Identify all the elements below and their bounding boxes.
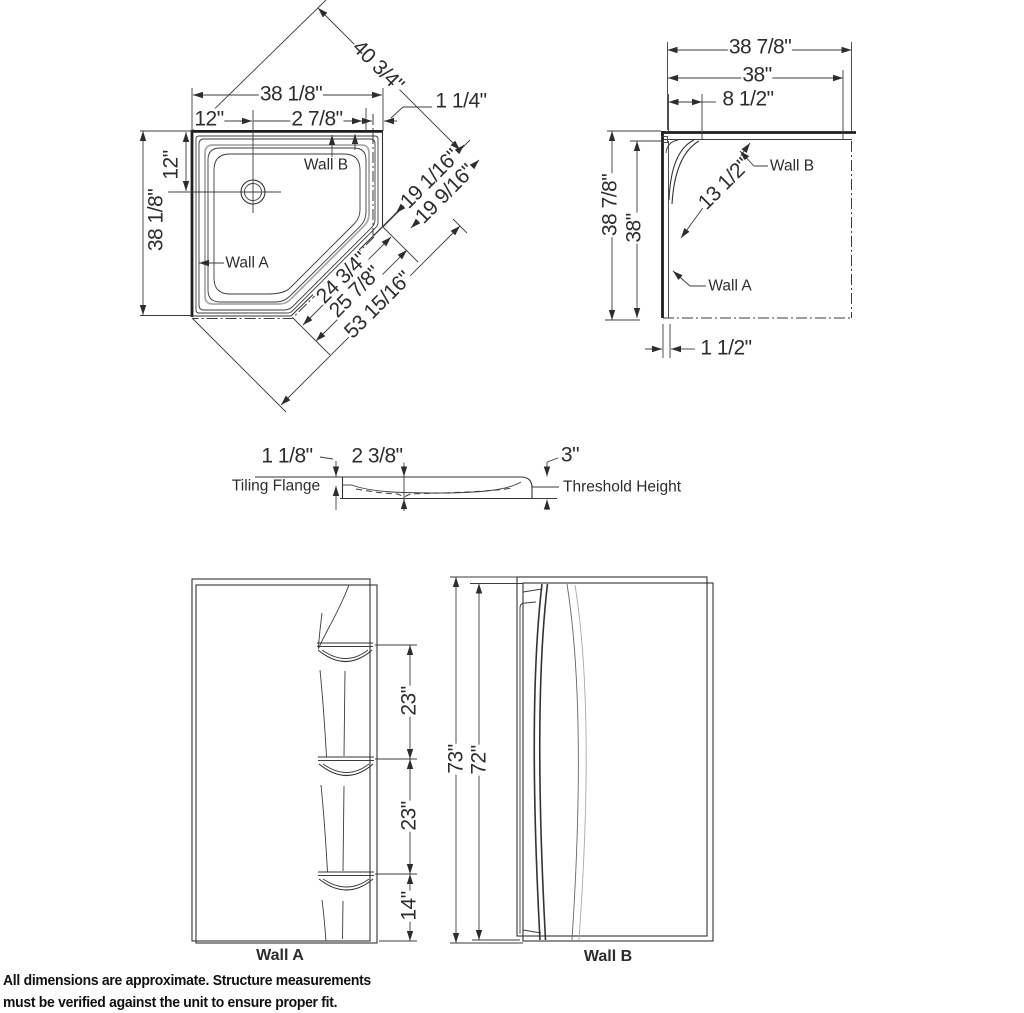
- label-elevation-wall-b: Wall B: [583, 948, 633, 965]
- footer-note: All dimensions are approximate. Structur…: [3, 970, 371, 1013]
- dim-corner-side-outer: 38 7/8": [598, 172, 622, 238]
- dim-corner-top-outer: 38 7/8": [727, 35, 793, 59]
- dim-shelf-bottom: 14": [397, 890, 421, 922]
- label-plan-wall-b: Wall B: [302, 156, 350, 174]
- dim-plan-drain-y: 12": [159, 149, 183, 181]
- wall-a-elevation: [191, 578, 417, 944]
- dim-wall-height-inner: 72": [467, 744, 491, 776]
- dim-plan-top-width: 38 1/8": [258, 82, 324, 106]
- footer-note-line2: must be verified against the unit to ens…: [3, 994, 338, 1011]
- wall-b-elevation: [450, 576, 714, 944]
- dim-shelf-mid: 23": [397, 800, 421, 832]
- label-corner-wall-b: Wall B: [768, 157, 816, 175]
- dim-section-flange: 1 1/8": [260, 444, 314, 468]
- dim-plan-rim-width: 2 7/8": [290, 107, 344, 131]
- dim-plan-corner-gap: 1 1/4": [434, 89, 488, 113]
- dim-section-threshold: 3": [559, 443, 581, 467]
- threshold-section: [255, 456, 559, 511]
- dim-corner-side-inner: 38": [622, 212, 646, 244]
- label-elevation-wall-a: Wall A: [256, 947, 304, 964]
- dim-corner-seat-offset: 8 1/2": [721, 87, 775, 111]
- dim-wall-height-outer: 73": [444, 743, 468, 775]
- label-corner-wall-a: Wall A: [707, 277, 753, 295]
- dim-corner-wall-thickness: 1 1/2": [699, 336, 753, 360]
- dim-section-depth: 2 3/8": [350, 444, 404, 468]
- dim-shelf-top: 23": [397, 685, 421, 717]
- dim-plan-drain-x: 12": [193, 107, 225, 131]
- dim-corner-top-inner: 38": [741, 63, 773, 87]
- label-plan-wall-a: Wall A: [224, 254, 270, 272]
- dim-plan-side: 38 1/8": [144, 187, 168, 253]
- footer-note-line1: All dimensions are approximate. Structur…: [3, 972, 371, 989]
- label-threshold-height: Threshold Height: [561, 478, 683, 496]
- label-tiling-flange: Tiling Flange: [230, 477, 322, 495]
